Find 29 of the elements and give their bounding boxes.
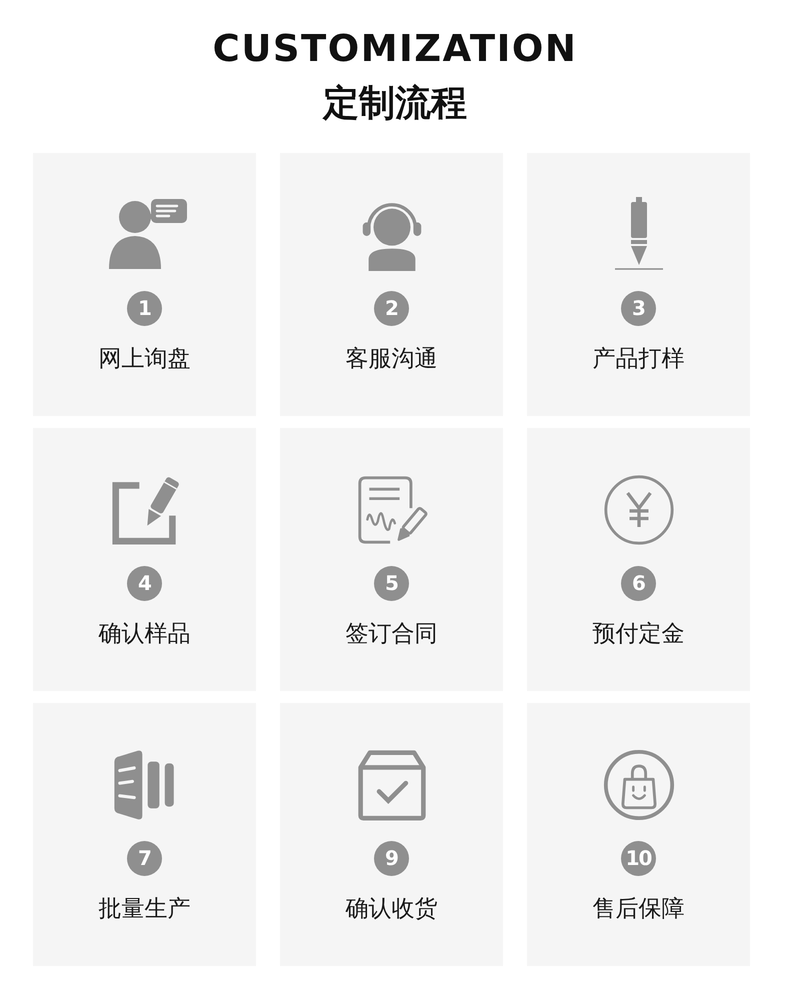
number-badge: 10 — [621, 841, 656, 876]
step-label: 客服沟通 — [346, 345, 438, 374]
step-label: 批量生产 — [98, 895, 190, 924]
number-badge: 4 — [127, 566, 162, 601]
subtitle: 定制流程 — [323, 82, 467, 126]
step-card — [527, 153, 750, 416]
step-label: 售后保障 — [592, 895, 684, 924]
number-badge: 5 — [374, 566, 409, 601]
step-label: 签订合同 — [346, 620, 438, 649]
step-card — [33, 428, 256, 691]
step-label: 预付定金 — [592, 620, 684, 649]
number-badge: 9 — [374, 841, 409, 876]
step-card — [527, 703, 750, 966]
number-badge: 2 — [374, 291, 409, 326]
step-card — [527, 428, 750, 691]
number-badge: 7 — [127, 841, 162, 876]
step-card — [33, 153, 256, 416]
step-card — [33, 703, 256, 966]
step-card — [280, 153, 503, 416]
step-card — [280, 703, 503, 966]
step-label: 网上询盘 — [98, 345, 190, 374]
step-label: 产品打样 — [592, 345, 684, 374]
step-label: 确认收货 — [346, 895, 438, 924]
number-badge: 6 — [621, 566, 656, 601]
number-badge: 1 — [127, 291, 162, 326]
step-label: 确认样品 — [98, 620, 190, 649]
step-card — [280, 428, 503, 691]
number-badge: 3 — [621, 291, 656, 326]
title: CUSTOMIZATION — [212, 26, 578, 72]
